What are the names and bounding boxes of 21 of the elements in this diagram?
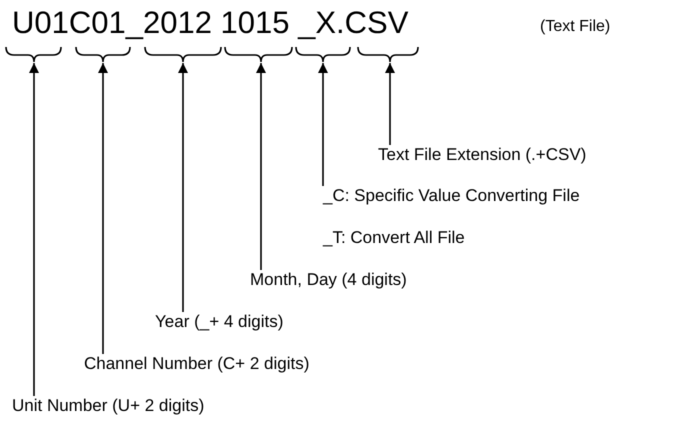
leader-arrow [178,63,188,312]
curly-brace [224,46,293,63]
description-text: _T: Convert All File [323,228,466,248]
leader-arrow [318,63,328,186]
curly-brace [144,46,222,63]
description-text: _C: Specific Value Converting File [323,186,580,206]
description-text: Unit Number (U+ 2 digits) [12,396,204,416]
leader-arrow [29,63,39,396]
leader-arrow [98,63,108,354]
leader-arrow [256,63,266,270]
curly-brace [295,46,351,63]
description-text: Text File Extension (.+CSV) [378,145,586,165]
file-type-note: (Text File) [540,18,610,36]
curly-brace [357,46,419,63]
description-text: Year (_+ 4 digits) [155,312,284,332]
description-text: Month, Day (4 digits) [250,270,407,290]
curly-brace [5,46,62,63]
leader-arrow [385,63,395,145]
file-name: U01C01_2012 1015 _X.CSV [12,6,408,40]
curly-brace [75,46,131,63]
description-text: Channel Number (C+ 2 digits) [84,354,310,374]
